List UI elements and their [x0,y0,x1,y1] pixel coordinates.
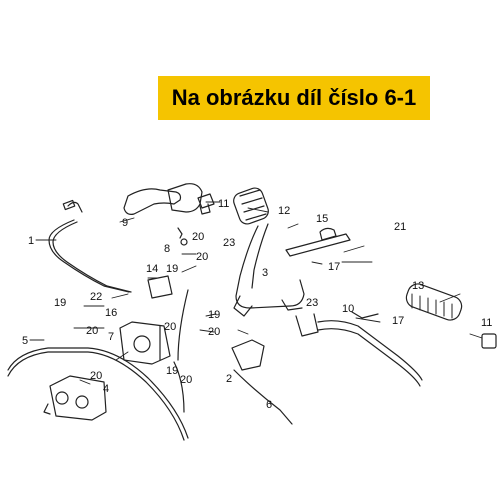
bar-end-part [197,193,215,215]
callout-2: 2 [226,373,232,385]
callout-20-c: 20 [86,325,98,337]
callout-7: 7 [108,331,114,343]
callout-19-a: 19 [166,263,178,275]
callout-9: 9 [122,217,128,229]
left-grip-part [233,187,269,225]
handlebar-right-part [317,311,423,387]
callout-20-d: 20 [164,321,176,333]
callout-23-a: 23 [223,237,235,249]
callout-15: 15 [316,213,328,225]
callout-13: 13 [412,280,424,292]
callout-1: 1 [28,235,34,247]
callout-17-top: 17 [328,261,340,273]
bracket-14-part [147,275,173,299]
throttle-cable-part [48,199,132,293]
brake-caliper-4-part [43,375,107,421]
lever-6-part [231,339,293,425]
callout-12: 12 [278,205,290,217]
callout-3: 3 [262,267,268,279]
callout-6: 6 [266,399,272,411]
bracket-part [319,227,337,241]
bar-end-right-part [481,333,497,349]
callout-10: 10 [342,303,354,315]
callout-4: 4 [103,383,109,395]
callout-19-c: 19 [208,309,220,321]
right-grip-part [405,283,463,321]
callout-20-e: 20 [208,326,220,338]
brake-lever-part [123,183,203,246]
brake-caliper-7-part [119,321,171,365]
part-number-banner: Na obrázku díl číslo 6-1 [158,76,430,120]
callout-22: 22 [90,291,102,303]
callout-11-left: 11 [218,198,229,210]
callout-21: 21 [394,221,406,233]
callout-16: 16 [105,307,117,319]
callout-20-a: 20 [192,231,204,243]
callout-19-b: 19 [54,297,66,309]
callout-20-f: 20 [90,370,102,382]
callout-17-right: 17 [392,315,404,327]
callout-20-g: 20 [180,374,192,386]
callout-5: 5 [22,335,28,347]
callout-20-b: 20 [196,251,208,263]
brake-hose-part [7,289,189,441]
handlebar-left-part [233,223,351,337]
banner-text: Na obrázku díl číslo 6-1 [171,85,417,110]
leader-lines [29,201,483,385]
callout-11-right: 11 [481,317,492,329]
callout-labels: 1 2 3 4 5 6 7 8 9 10 11 11 12 13 14 15 1… [22,198,492,411]
callout-8: 8 [164,243,170,255]
callout-14: 14 [146,263,158,275]
callout-23-b: 23 [306,297,318,309]
callout-19-d: 19 [166,365,178,377]
